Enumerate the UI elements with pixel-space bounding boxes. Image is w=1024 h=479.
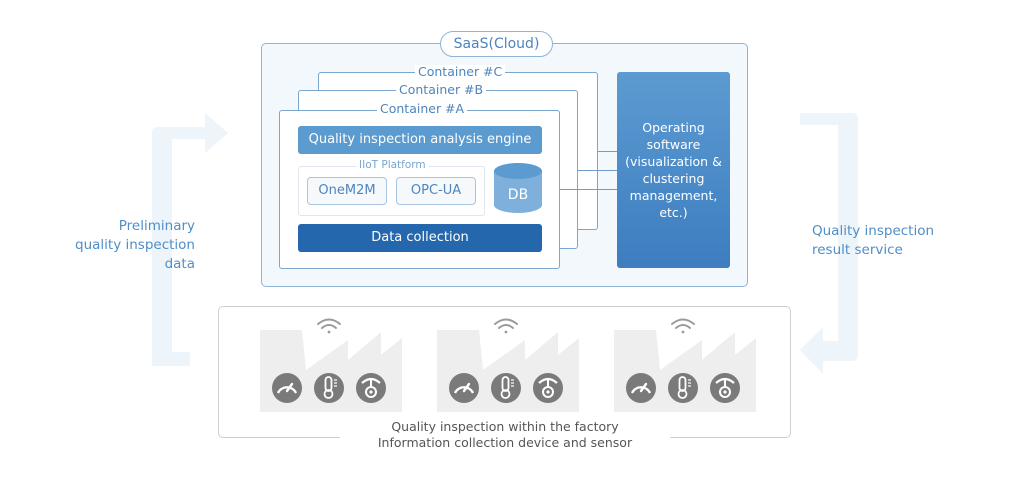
gauge-icon (449, 373, 479, 403)
container-c-label: Container #C (415, 65, 506, 79)
sensor-icon (356, 373, 386, 403)
result-arrow (800, 113, 858, 374)
database-icon (494, 163, 542, 213)
operating-software-label: Operating software (visualization & clus… (625, 120, 722, 220)
opcua-module: OPC-UA (396, 177, 476, 205)
preliminary-data-label: Preliminary quality inspection data (75, 218, 195, 272)
thermometer-icon (491, 373, 521, 403)
data-collection: Data collection (298, 224, 542, 252)
wifi-icon (317, 318, 341, 334)
result-service-label: Quality inspection result service (812, 223, 935, 258)
container-a-label: Container #A (377, 102, 468, 116)
connector-a (560, 189, 617, 190)
factory-caption-line2: Information collection device and sensor (377, 435, 633, 450)
factory-caption: Quality inspection within the factory In… (340, 419, 670, 451)
onem2m-module: OneM2M (307, 177, 387, 205)
connector-c (598, 151, 617, 152)
iiot-platform-label: IIoT Platform (356, 159, 429, 172)
gauge-icon (272, 373, 302, 403)
saas-cloud-title: SaaS(Cloud) (440, 31, 553, 57)
gauge-icon (626, 373, 656, 403)
operating-software: Operating software (visualization & clus… (617, 72, 730, 268)
connector-b (578, 170, 617, 171)
database-label: DB (507, 187, 529, 203)
factory-icon-1 (260, 318, 402, 412)
sensor-icon (710, 373, 740, 403)
factory-caption-line1: Quality inspection within the factory (391, 419, 619, 434)
analysis-engine: Quality inspection analysis engine (298, 126, 542, 154)
thermometer-icon (314, 373, 344, 403)
container-b-label: Container #B (396, 83, 487, 97)
upload-arrow (152, 113, 228, 366)
factory-icon-2 (437, 318, 579, 412)
sensor-icon (533, 373, 563, 403)
thermometer-icon (668, 373, 698, 403)
wifi-icon (671, 318, 695, 334)
factory-icon-3 (614, 318, 756, 412)
wifi-icon (494, 318, 518, 334)
